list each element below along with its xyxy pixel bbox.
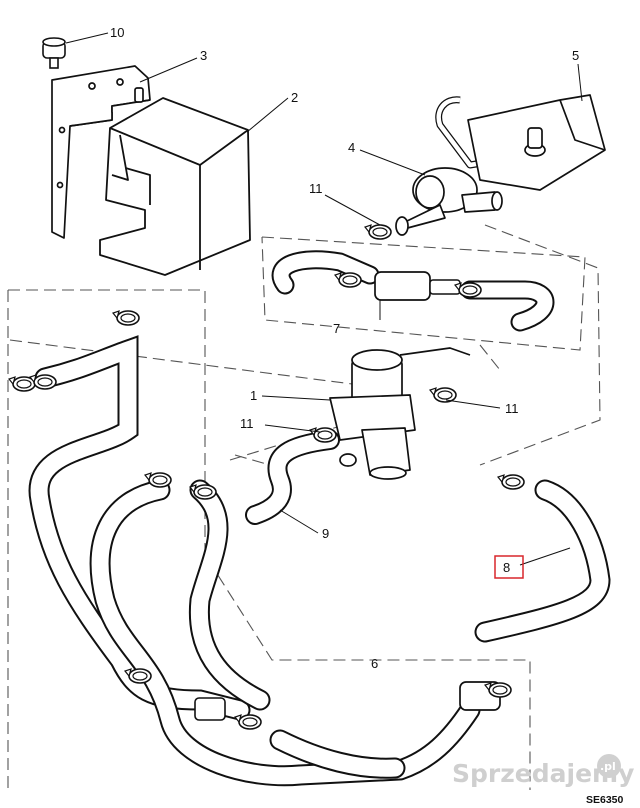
hose-item-7 xyxy=(271,250,555,332)
watermark-badge xyxy=(597,754,621,778)
callout-10: 10 xyxy=(110,25,124,40)
callout-4: 4 xyxy=(348,140,355,155)
callout-2: 2 xyxy=(291,90,298,105)
hose-item-9 xyxy=(245,430,340,525)
watermark-badge-text: .pl xyxy=(600,760,616,773)
callout-7: 7 xyxy=(333,321,340,336)
leader-lines xyxy=(65,32,583,566)
callout-3: 3 xyxy=(200,48,207,63)
heater-bracket xyxy=(51,65,151,239)
callout-9: 9 xyxy=(322,526,329,541)
callout-1: 1 xyxy=(250,388,257,403)
callout-11-left: 11 xyxy=(240,416,254,431)
callout-11-valve: 11 xyxy=(505,401,519,416)
hose-item-8 xyxy=(474,479,611,643)
group-frames xyxy=(7,224,601,790)
callout-8-highlight-box xyxy=(494,555,524,579)
callout-6: 6 xyxy=(371,656,378,671)
water-pump xyxy=(395,94,606,236)
diagram-reference-code: SE6350 xyxy=(586,794,624,806)
bracket-cover xyxy=(99,97,251,276)
watermark: Sprzedajemy .pl xyxy=(452,754,634,788)
callout-labels: 10 3 2 5 4 11 7 1 11 11 9 8 6 xyxy=(110,25,579,671)
callout-8: 8 xyxy=(503,560,510,575)
hose-clamps xyxy=(8,224,525,730)
hose-item-6 xyxy=(28,335,501,787)
callout-5: 5 xyxy=(572,48,579,63)
rubber-mount xyxy=(42,37,66,69)
callout-11-pump: 11 xyxy=(309,181,323,196)
control-valve xyxy=(329,347,471,480)
